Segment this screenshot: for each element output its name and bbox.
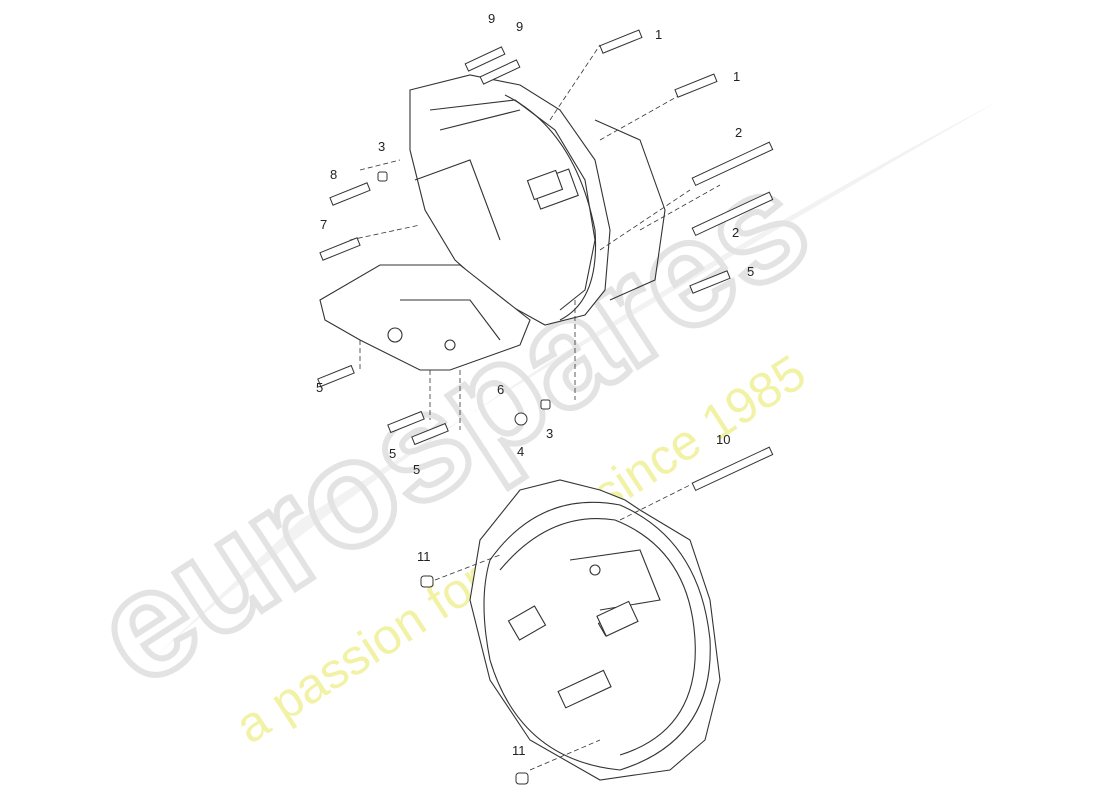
callout-5: 5 [316, 380, 324, 395]
callout-5: 5 [747, 264, 755, 279]
bolt-5a-icon [689, 270, 731, 294]
callout-8: 8 [330, 167, 338, 182]
callout-1: 1 [733, 69, 741, 84]
nut-4-icon [514, 412, 528, 426]
bolt-10-icon [691, 446, 774, 492]
sleeve-11b-icon [515, 772, 529, 785]
callout-10: 10 [716, 432, 731, 447]
callout-2: 2 [735, 125, 743, 140]
callout-1: 1 [655, 27, 663, 42]
bolt-1b-icon [674, 73, 718, 98]
sleeve-3b-icon [540, 399, 551, 410]
callout-3: 3 [546, 426, 554, 441]
callout-7: 7 [320, 217, 328, 232]
upper-housing [319, 74, 666, 371]
callout-9: 9 [488, 11, 496, 26]
lower-housing [469, 479, 721, 781]
bolt-2a-icon [691, 141, 774, 187]
callout-5: 5 [413, 462, 421, 477]
callout-9: 9 [516, 19, 524, 34]
callout-3: 3 [378, 139, 386, 154]
callout-11: 11 [512, 743, 526, 758]
bolt-7-icon [319, 237, 361, 261]
callout-5: 5 [389, 446, 397, 461]
callout-11: 11 [417, 549, 431, 564]
assembly-lines [349, 44, 721, 771]
sleeve-11a-icon [420, 575, 434, 588]
bolt-8-icon [329, 182, 371, 206]
callout-6: 6 [497, 382, 505, 397]
callout-4: 4 [517, 444, 525, 459]
bolt-5c-icon [387, 410, 425, 434]
bolt-1a-icon [599, 29, 643, 54]
bolt-9a-icon [464, 46, 506, 72]
bolt-5b-icon [317, 364, 355, 388]
bolt-5d-icon [411, 422, 449, 446]
callout-2: 2 [732, 225, 740, 240]
bolt-9b-icon [479, 59, 521, 85]
sleeve-3a-icon [377, 171, 388, 182]
bolt-2b-icon [691, 191, 774, 237]
